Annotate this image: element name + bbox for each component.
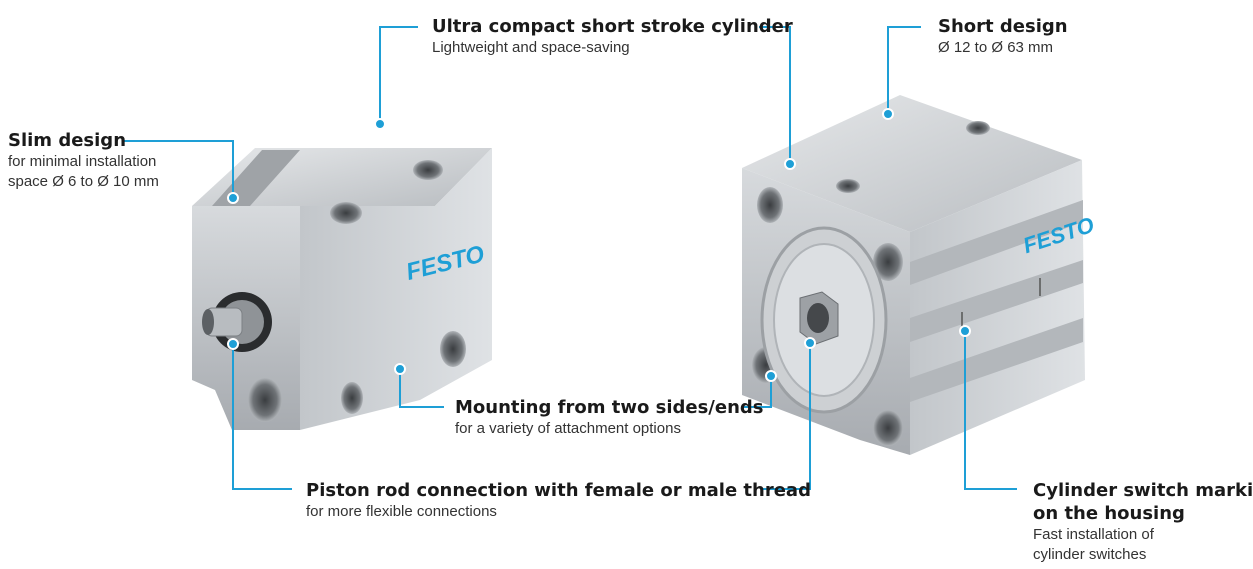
callout-slim-design-title: Slim design: [8, 130, 127, 151]
side-hole-2: [341, 382, 363, 414]
callout-ultra-compact-title: Ultra compact short stroke cylinder: [432, 16, 793, 37]
callout-mounting-subtitle: for a variety of attachment options: [455, 420, 681, 437]
large-top-port-1: [836, 179, 860, 193]
callout-short-design-subtitle: Ø 12 to Ø 63 mm: [938, 39, 1054, 56]
callout-short-design: Short design Ø 12 to Ø 63 mm: [938, 15, 1068, 58]
callout-slim-design: Slim design for minimal installation spa…: [8, 129, 159, 192]
side-hole-1: [440, 331, 466, 367]
callout-piston-rod-title: Piston rod connection with female or mal…: [306, 480, 811, 501]
callout-dot-slim-design: [227, 192, 239, 204]
callout-line-short-design: [887, 26, 921, 113]
callout-mounting: Mounting from two sides/ends for a varie…: [455, 396, 764, 439]
callout-ultra-compact-subtitle: Lightweight and space-saving: [432, 39, 630, 56]
corner-hole-4: [873, 410, 903, 446]
large-cylinder-top: [742, 95, 1082, 232]
callout-short-design-title: Short design: [938, 16, 1068, 37]
top-port-1: [330, 202, 362, 224]
callout-ultra-compact: Ultra compact short stroke cylinder Ligh…: [432, 15, 793, 58]
callout-dot-mounting-right: [765, 370, 777, 382]
callout-switch-marking-title-1: Cylinder switch marking: [1033, 480, 1253, 501]
callout-dot-ultra-right: [784, 158, 796, 170]
callout-switch-marking-subtitle-1: Fast installation of: [1033, 526, 1154, 543]
callout-piston-rod: Piston rod connection with female or mal…: [306, 479, 811, 522]
callout-dot-ultra-left: [374, 118, 386, 130]
callout-slim-design-subtitle-1: for minimal installation: [8, 153, 157, 170]
small-cylinder: FESTO: [192, 148, 492, 430]
corner-hole-1: [757, 187, 783, 223]
callout-line-mounting-left: [399, 369, 444, 408]
callout-mounting-title: Mounting from two sides/ends: [455, 397, 764, 418]
callout-lines: [124, 26, 1017, 490]
end-hole-1: [248, 378, 282, 422]
callout-line-ultra-left: [379, 26, 418, 123]
callout-dots: [227, 108, 971, 382]
corner-hole-2: [873, 243, 903, 281]
callout-switch-marking: Cylinder switch marking on the housing F…: [1033, 479, 1253, 565]
callout-dot-piston-right: [804, 337, 816, 349]
large-cylinder: FESTO: [742, 95, 1097, 455]
callout-line-mounting-right: [744, 376, 772, 408]
callout-switch-marking-subtitle-2: cylinder switches: [1033, 546, 1147, 563]
callout-line-ultra-right: [759, 26, 791, 163]
callout-switch-marking-title-2: on the housing: [1033, 503, 1185, 524]
callout-line-slim-design: [124, 140, 234, 198]
callout-slim-design-subtitle-2: space Ø 6 to Ø 10 mm: [8, 173, 159, 190]
callout-line-switch: [964, 331, 1017, 490]
top-port-2: [413, 160, 443, 180]
callout-dot-mounting-left: [394, 363, 406, 375]
callout-dot-short-design: [882, 108, 894, 120]
large-top-port-2: [966, 121, 990, 135]
callout-line-piston-left: [232, 344, 292, 490]
callout-dot-piston-left: [227, 338, 239, 350]
callout-line-piston-right: [762, 343, 811, 490]
callout-dot-switch: [959, 325, 971, 337]
callout-piston-rod-subtitle: for more flexible connections: [306, 503, 497, 520]
